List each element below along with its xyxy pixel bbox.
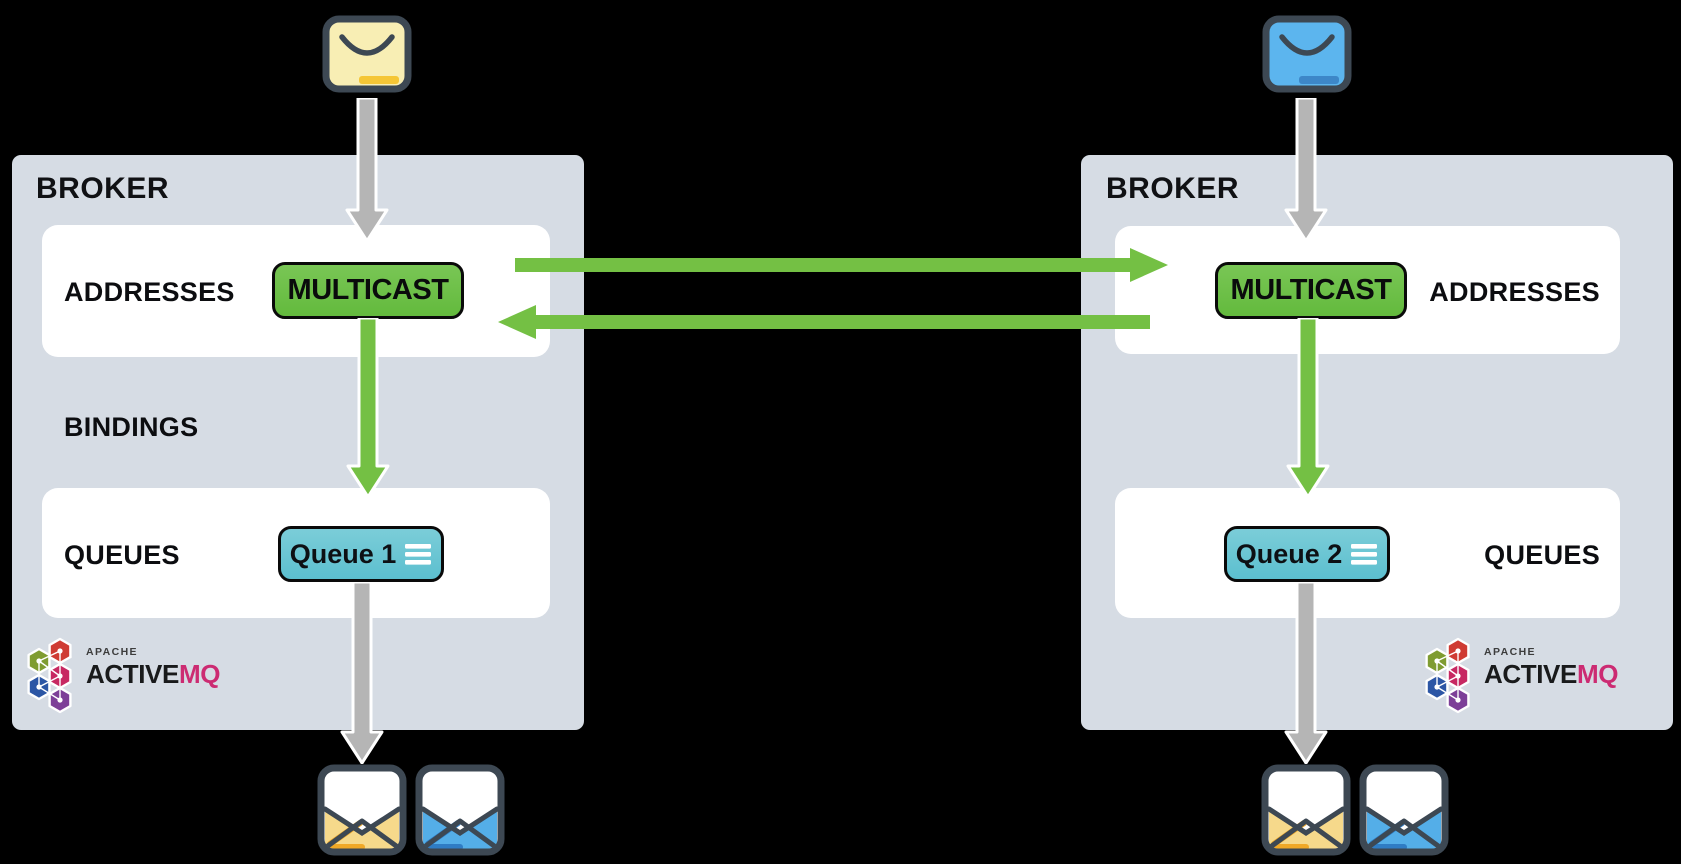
- activemq-logo-left: APACHE ACTIVEMQ: [26, 637, 220, 715]
- logo-active-text-left: ACTIVE: [86, 658, 179, 689]
- queues-label-right: QUEUES: [1484, 540, 1600, 570]
- broker-title-right: BROKER: [1106, 172, 1240, 205]
- bindings-label-left: BINDINGS: [64, 412, 199, 442]
- multicast-node-right: MULTICAST: [1215, 262, 1407, 319]
- queue-node-label-right: Queue 2: [1235, 538, 1343, 569]
- queue-node-right: Queue 2: [1224, 526, 1390, 582]
- activemq-hexagons-icon: [1425, 637, 1470, 714]
- envelope-closed-blue-icon: [1262, 15, 1352, 93]
- envelope-closed-yellow-icon: [322, 15, 412, 93]
- envelope-open-blue-icon: [1359, 764, 1449, 856]
- arrow-left-green-federation: [498, 305, 1150, 339]
- arrow-down-gray-producer-left: [345, 98, 389, 242]
- arrow-down-green-binding-left: [346, 318, 390, 498]
- envelope-open-yellow-icon: [317, 764, 407, 856]
- multicast-node-label-left: MULTICAST: [287, 274, 449, 306]
- queues-label-left: QUEUES: [64, 540, 180, 570]
- multicast-node-label-right: MULTICAST: [1230, 274, 1392, 306]
- queue-node-label-left: Queue 1: [289, 538, 397, 569]
- arrow-down-gray-consumer-left: [340, 582, 384, 764]
- queue-node-left: Queue 1: [278, 526, 444, 582]
- arrow-down-green-binding-right: [1286, 318, 1330, 498]
- logo-active-text-right: ACTIVE: [1484, 658, 1577, 689]
- addresses-label-right: ADDRESSES: [1429, 277, 1600, 307]
- logo-mq-text-right: MQ: [1576, 658, 1619, 689]
- logo-apache-text-left: APACHE: [86, 646, 138, 658]
- broker-title-left: BROKER: [36, 172, 170, 205]
- logo-apache-text-right: APACHE: [1484, 646, 1536, 658]
- activemq-logo-right: APACHE ACTIVEMQ: [1424, 637, 1618, 715]
- logo-mq-text-left: MQ: [178, 658, 221, 689]
- addresses-label-left: ADDRESSES: [64, 277, 235, 307]
- envelope-open-blue-icon: [415, 764, 505, 856]
- multicast-node-left: MULTICAST: [272, 262, 464, 319]
- envelope-open-yellow-icon: [1261, 764, 1351, 856]
- arrow-right-green-federation: [515, 248, 1168, 282]
- arrow-down-gray-producer-right: [1284, 98, 1328, 242]
- queue-list-icon: [1351, 543, 1378, 565]
- activemq-hexagons-icon: [27, 637, 72, 714]
- queue-list-icon: [405, 543, 432, 565]
- arrow-down-gray-consumer-right: [1284, 582, 1328, 764]
